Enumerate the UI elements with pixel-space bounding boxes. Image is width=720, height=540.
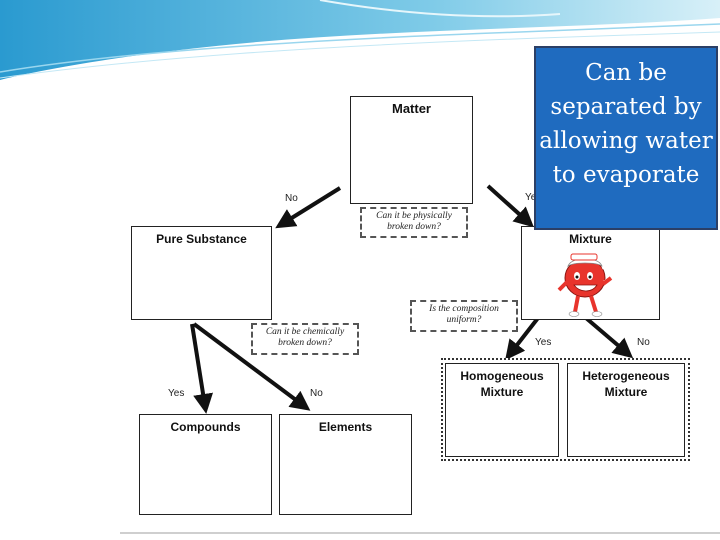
node-pure-substance: Pure Substance <box>131 226 272 320</box>
answer-pure-yes: Yes <box>168 388 185 399</box>
node-heterogeneous: Heterogeneous Mixture <box>567 363 685 457</box>
answer-matter-no: No <box>285 193 298 204</box>
kool-aid-mascot-icon <box>557 253 613 317</box>
node-compounds: Compounds <box>139 414 272 515</box>
answer-pure-no: No <box>310 388 323 399</box>
arrow-matter-to-mixture <box>486 184 534 228</box>
answer-matter-yes: Yes <box>525 192 541 203</box>
question-chemically: Can it be chemically broken down? <box>251 323 359 355</box>
node-heterogeneous-label: Heterogeneous Mixture <box>582 369 670 399</box>
separation-callout: Can be separated by allowing water to ev… <box>534 46 718 230</box>
node-homogeneous: Homogeneous Mixture <box>445 363 559 457</box>
answer-mixture-no: No <box>637 337 650 348</box>
question-composition: Is the composition uniform? <box>410 300 518 332</box>
separation-callout-text: Can be separated by allowing water to ev… <box>539 60 713 188</box>
question-chemically-text: Can it be chemically broken down? <box>265 327 345 348</box>
node-homogeneous-label: Homogeneous Mixture <box>460 369 544 399</box>
arrow-mixture-to-homogeneous <box>505 316 540 361</box>
question-composition-text: Is the composition uniform? <box>429 304 499 325</box>
answer-mixture-yes: Yes <box>535 337 552 348</box>
node-matter: Matter <box>350 96 473 204</box>
node-pure-substance-label: Pure Substance <box>156 232 247 246</box>
node-elements-label: Elements <box>318 420 373 434</box>
question-physically: Can it be physically broken down? <box>360 207 468 238</box>
node-elements: Elements <box>279 414 412 515</box>
node-compounds-label: Compounds <box>170 420 241 434</box>
question-physically-text: Can it be physically broken down? <box>376 211 452 232</box>
arrow-mixture-to-heterogeneous <box>584 316 634 359</box>
header-wave-decoration <box>0 0 720 80</box>
arrow-pure-to-elements <box>192 322 311 411</box>
node-mixture-label: Mixture <box>569 232 612 246</box>
node-matter-label: Matter <box>391 101 431 116</box>
arrow-pure-to-compounds <box>190 323 213 414</box>
bottom-divider <box>120 532 720 534</box>
arrow-matter-to-pure <box>275 186 342 229</box>
